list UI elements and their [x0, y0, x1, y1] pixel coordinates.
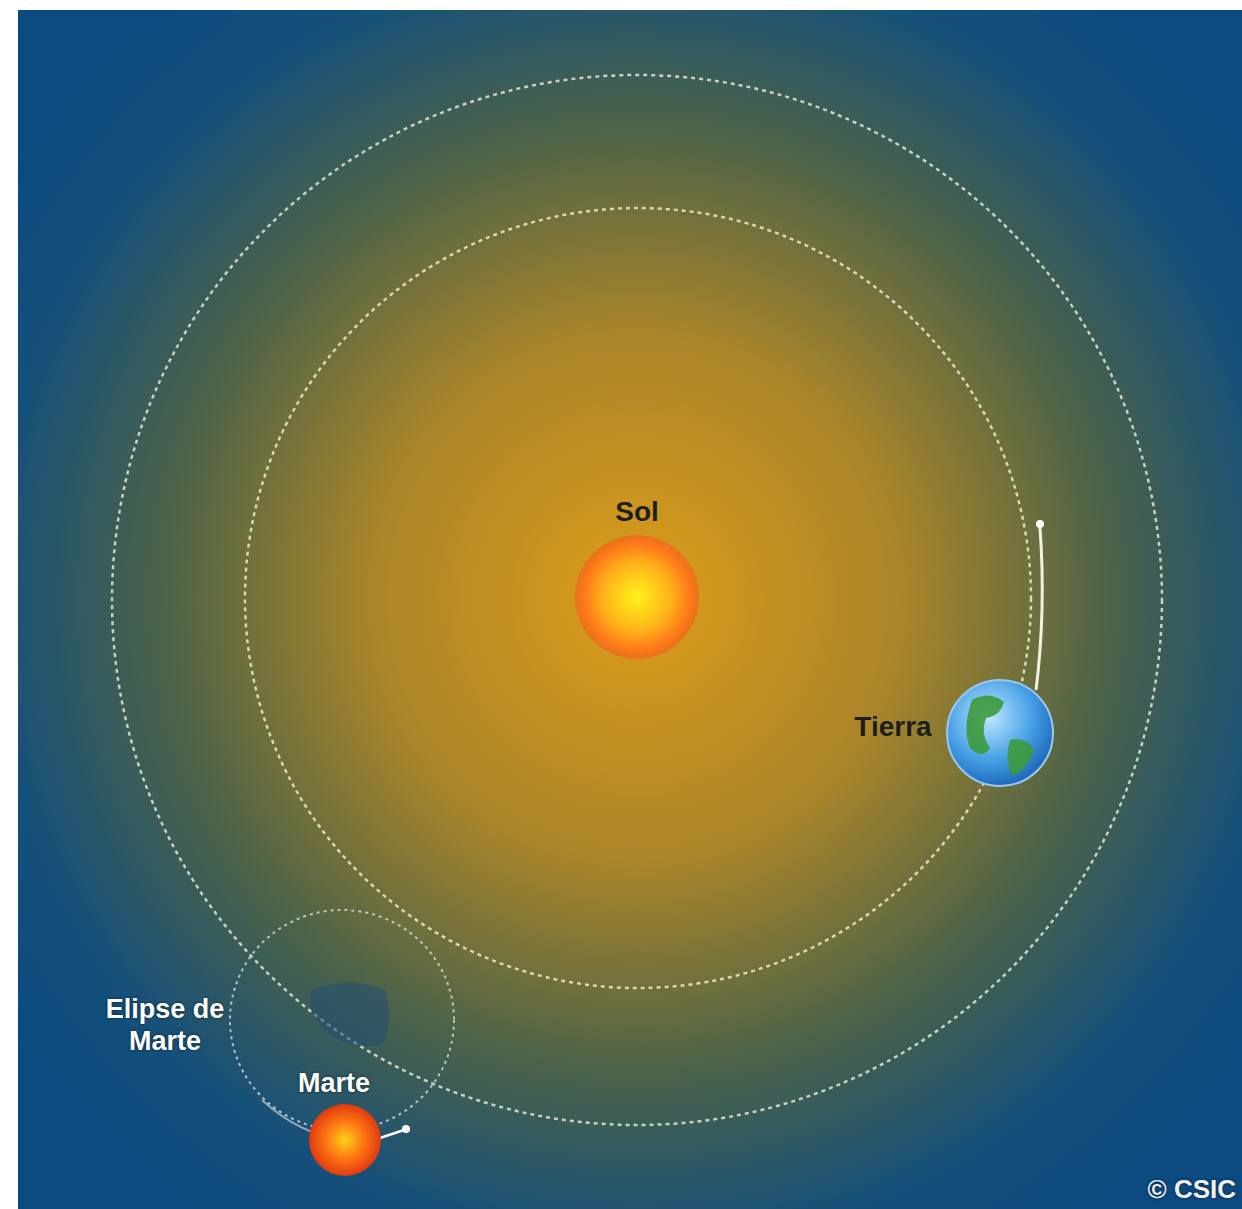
mars-orbit [112, 75, 1162, 1125]
mars-motion-head [402, 1125, 410, 1133]
planet-node: Tierra [840, 675, 1060, 790]
mars-motion [380, 1130, 404, 1138]
copyright-watermark: © CSIC [1148, 1174, 1237, 1205]
planet-node: Marte [290, 1060, 410, 1180]
sun [575, 535, 699, 659]
earth-land [966, 695, 1004, 754]
earth-orbit [245, 208, 1031, 988]
space-background [18, 10, 1242, 1209]
planet-node: Sol [570, 485, 705, 665]
planet-label: Marte [298, 1067, 370, 1099]
earth-motion-head [1036, 520, 1044, 528]
earth-land [1007, 739, 1034, 776]
planet-label: Sol [615, 495, 659, 529]
planet-label: Elipse de Marte [105, 993, 225, 1058]
mars-ellipse [230, 910, 454, 1130]
planet-label: Tierra [854, 710, 931, 744]
earth-motion [1036, 528, 1042, 690]
planet-node: Elipse de Marte [100, 905, 465, 1135]
ellipse-shadow [310, 983, 389, 1047]
mars [309, 1104, 381, 1176]
earth [947, 680, 1053, 786]
